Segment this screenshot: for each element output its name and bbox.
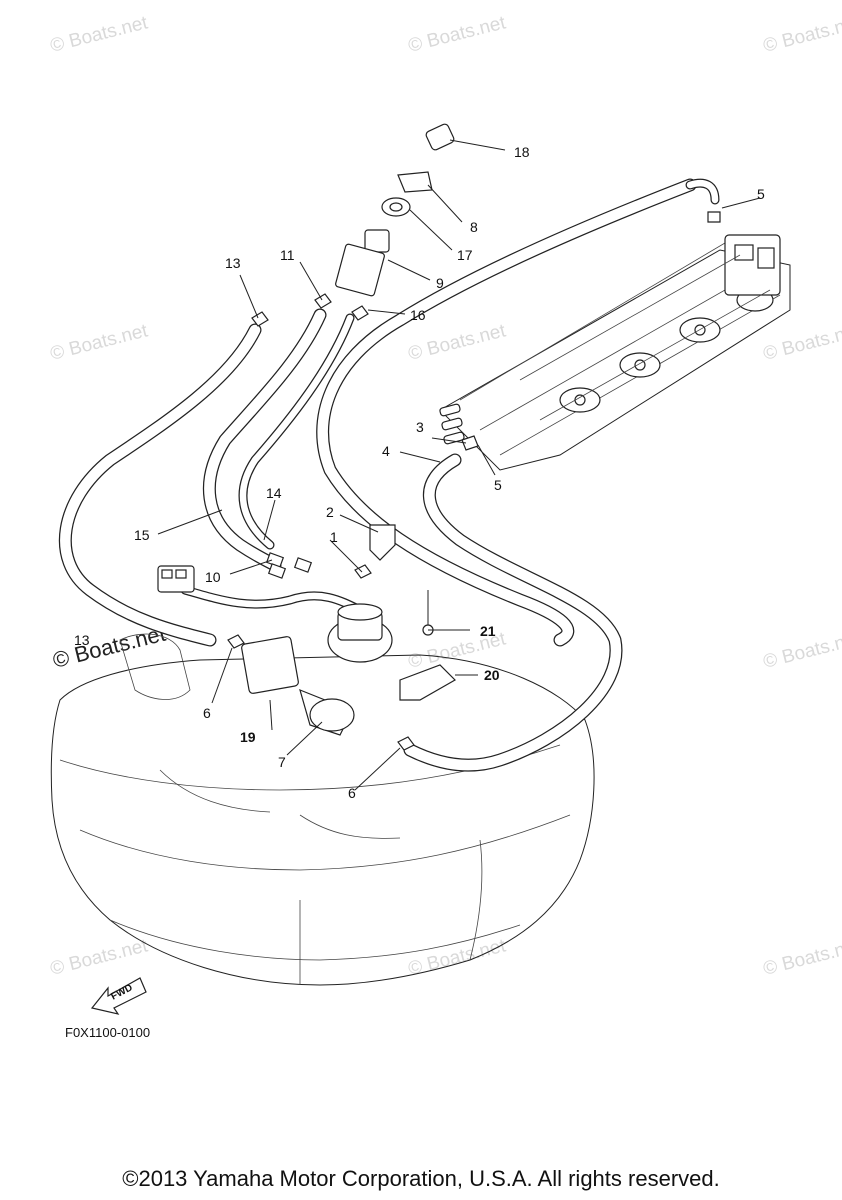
fuel-tank — [50, 633, 595, 986]
parts — [157, 123, 721, 751]
watermark: © Boats.net — [48, 12, 150, 57]
callout-4: 4 — [382, 443, 390, 459]
watermark: © Boats.net — [48, 935, 150, 980]
callout-17: 17 — [457, 247, 473, 263]
callout-20: 20 — [484, 667, 500, 683]
callout-5-bottom: 5 — [494, 477, 502, 493]
callout-14: 14 — [266, 485, 282, 501]
callout-11: 11 — [280, 247, 295, 263]
callout-15: 15 — [134, 527, 150, 543]
watermark: © Boats.net — [761, 935, 842, 980]
callout-8: 8 — [470, 219, 478, 235]
figure-code: F0X1100-0100 — [65, 1025, 150, 1040]
watermark: © Boats.net — [406, 12, 508, 57]
callout-3: 3 — [416, 419, 424, 435]
callout-5-top: 5 — [757, 186, 765, 202]
callout-7: 7 — [278, 754, 286, 770]
watermark-layer: © Boats.net © Boats.net © Boats.net © Bo… — [48, 12, 842, 980]
copyright-notice: ©2013 Yamaha Motor Corporation, U.S.A. A… — [122, 1166, 720, 1191]
callout-19: 19 — [240, 729, 256, 745]
watermark: © Boats.net — [48, 320, 150, 365]
callout-labels: 18 8 17 9 11 16 13 5 3 4 5 2 1 14 15 10 … — [74, 144, 765, 801]
callout-9: 9 — [436, 275, 444, 291]
leader-lines — [157, 139, 761, 791]
callout-13-lower: 13 — [74, 632, 90, 648]
engine-block — [439, 234, 791, 471]
watermark: © Boats.net — [761, 320, 842, 365]
watermark: © Boats.net — [761, 628, 842, 673]
fuel-hoses — [58, 178, 720, 772]
watermark: © Boats.net — [761, 12, 842, 57]
callout-6-left: 6 — [203, 705, 211, 721]
callout-18: 18 — [514, 144, 530, 160]
callout-2: 2 — [326, 504, 334, 520]
callout-1: 1 — [330, 529, 338, 545]
callout-16: 16 — [410, 307, 426, 323]
callout-13: 13 — [225, 255, 241, 271]
forward-arrow-icon: FWD — [90, 977, 147, 1015]
callout-21: 21 — [480, 623, 496, 639]
callout-6-right: 6 — [348, 785, 356, 801]
callout-10: 10 — [205, 569, 221, 585]
watermark: © Boats.net — [406, 320, 508, 365]
